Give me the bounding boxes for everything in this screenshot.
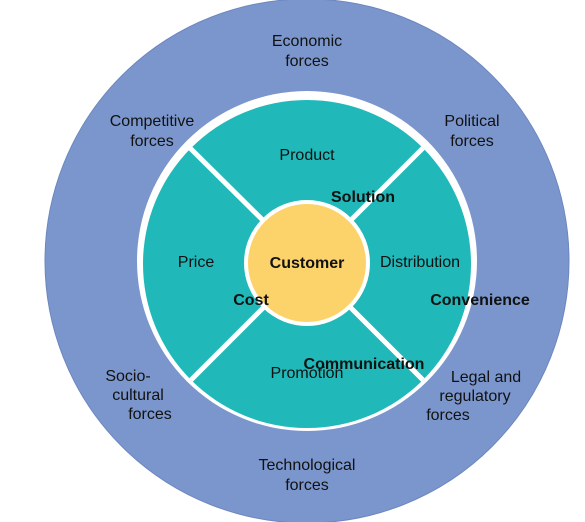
convenience-label: Convenience [430, 292, 530, 309]
technological-forces-line-2: forces [285, 477, 329, 494]
product-label: Product [279, 147, 335, 164]
customer-core [244, 200, 370, 326]
political-forces-line-1: Political [444, 113, 499, 130]
legal-forces-line-1: Legal and [451, 369, 521, 386]
political-forces-line-2: forces [450, 133, 494, 150]
price-label: Price [178, 254, 215, 271]
solution-label: Solution [331, 189, 395, 206]
competitive-forces-line-1: Competitive [110, 113, 195, 130]
economic-forces-line-2: forces [285, 53, 329, 70]
economic-forces-line-1: Economic [272, 33, 342, 50]
communication-label: Communication [304, 356, 425, 373]
cost-label: Cost [233, 292, 269, 309]
competitive-forces-label: Competitive forces [110, 113, 195, 150]
sociocultural-forces-line-1: Socio- [105, 368, 150, 385]
distribution-label: Distribution [380, 254, 460, 271]
technological-forces-label: Technological forces [259, 457, 356, 494]
sociocultural-forces-label: Socio- cultural forces [105, 368, 171, 423]
competitive-forces-line-2: forces [130, 133, 174, 150]
economic-forces-label: Economic forces [272, 33, 342, 70]
customer-label: Customer [270, 255, 345, 272]
promotion-label: Promotion [271, 365, 344, 382]
technological-forces-line-1: Technological [259, 457, 356, 474]
legal-forces-line-3: forces [426, 407, 470, 424]
legal-forces-line-2: regulatory [439, 388, 510, 405]
legal-forces-label: Legal and regulatory forces [426, 369, 521, 424]
sociocultural-forces-line-2: cultural [112, 387, 164, 404]
sociocultural-forces-line-3: forces [128, 406, 172, 423]
political-forces-label: Political forces [444, 113, 499, 150]
